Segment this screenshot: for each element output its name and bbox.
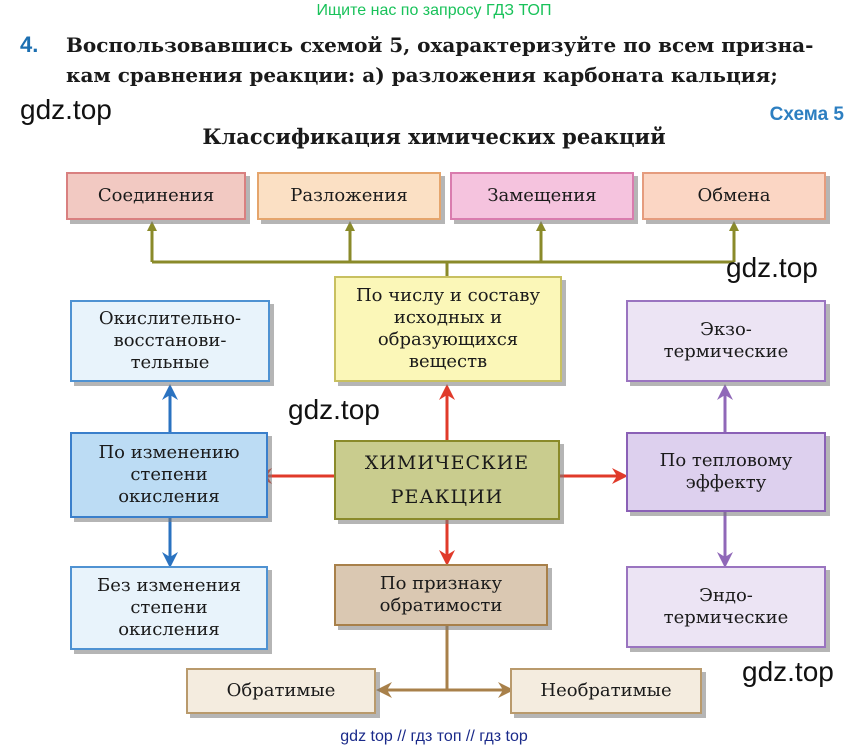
by-reversibility-label: По признаку обратимости <box>379 573 503 616</box>
task-number: 4. <box>20 32 39 57</box>
olive-connector <box>147 221 739 276</box>
type-label: Обмена <box>697 185 771 206</box>
task-text-line-2: кам сравнения реакции: а) разложения кар… <box>66 63 778 87</box>
type-box-combination: Соединения <box>66 172 246 220</box>
schema-label: Схема 5 <box>769 104 844 125</box>
type-label: Разложения <box>290 185 408 206</box>
reversible-box: Обратимые <box>186 668 376 714</box>
red-connectors <box>256 384 628 566</box>
by-oxidation-box: По изменению степени окисления <box>70 432 268 518</box>
exo-box: Экзо- термические <box>626 300 826 382</box>
diagram-title: Классификация химических реакций <box>202 124 666 149</box>
endo-box: Эндо- термические <box>626 566 826 648</box>
by-composition-label: По числу и составу исходных и образующих… <box>355 285 541 372</box>
type-label: Замещения <box>487 185 597 206</box>
type-box-decomposition: Разложения <box>257 172 441 220</box>
task-text-line-1: Воспользовавшись схемой 5, охарактеризуй… <box>66 33 814 57</box>
exo-label: Экзо- термические <box>663 319 789 362</box>
watermark: gdz.top <box>742 656 834 687</box>
by-heat-label: По тепловому эффекту <box>659 450 793 493</box>
redox-label: Окислительно- восстанови- тельные <box>98 308 242 373</box>
brown-connectors <box>376 626 514 698</box>
watermark: gdz.top <box>726 252 818 283</box>
by-heat-box: По тепловому эффекту <box>626 432 826 512</box>
by-composition-box: По числу и составу исходных и образующих… <box>334 276 562 382</box>
reversible-label: Обратимые <box>226 680 336 701</box>
no-oxidation-label: Без изменения степени окисления <box>97 575 241 640</box>
type-box-substitution: Замещения <box>450 172 634 220</box>
type-label: Соединения <box>97 185 215 206</box>
search-banner: Ищите нас по запросу ГДЗ ТОП <box>316 2 552 19</box>
watermark: gdz.top <box>20 94 112 125</box>
center-label: ХИМИЧЕСКИЕ РЕАКЦИИ <box>364 452 530 508</box>
endo-label: Эндо- термические <box>663 585 789 628</box>
watermark: gdz.top <box>288 394 380 425</box>
irreversible-box: Необратимые <box>510 668 702 714</box>
footer-watermark: gdz top // гдз топ // гдз top <box>340 728 528 745</box>
irreversible-label: Необратимые <box>540 680 672 701</box>
chemical-reactions-center: ХИМИЧЕСКИЕ РЕАКЦИИ <box>334 440 560 520</box>
by-reversibility-box: По признаку обратимости <box>334 564 548 626</box>
by-oxidation-label: По изменению степени окисления <box>98 442 240 507</box>
no-oxidation-box: Без изменения степени окисления <box>70 566 268 650</box>
type-box-exchange: Обмена <box>642 172 826 220</box>
redox-box: Окислительно- восстанови- тельные <box>70 300 270 382</box>
